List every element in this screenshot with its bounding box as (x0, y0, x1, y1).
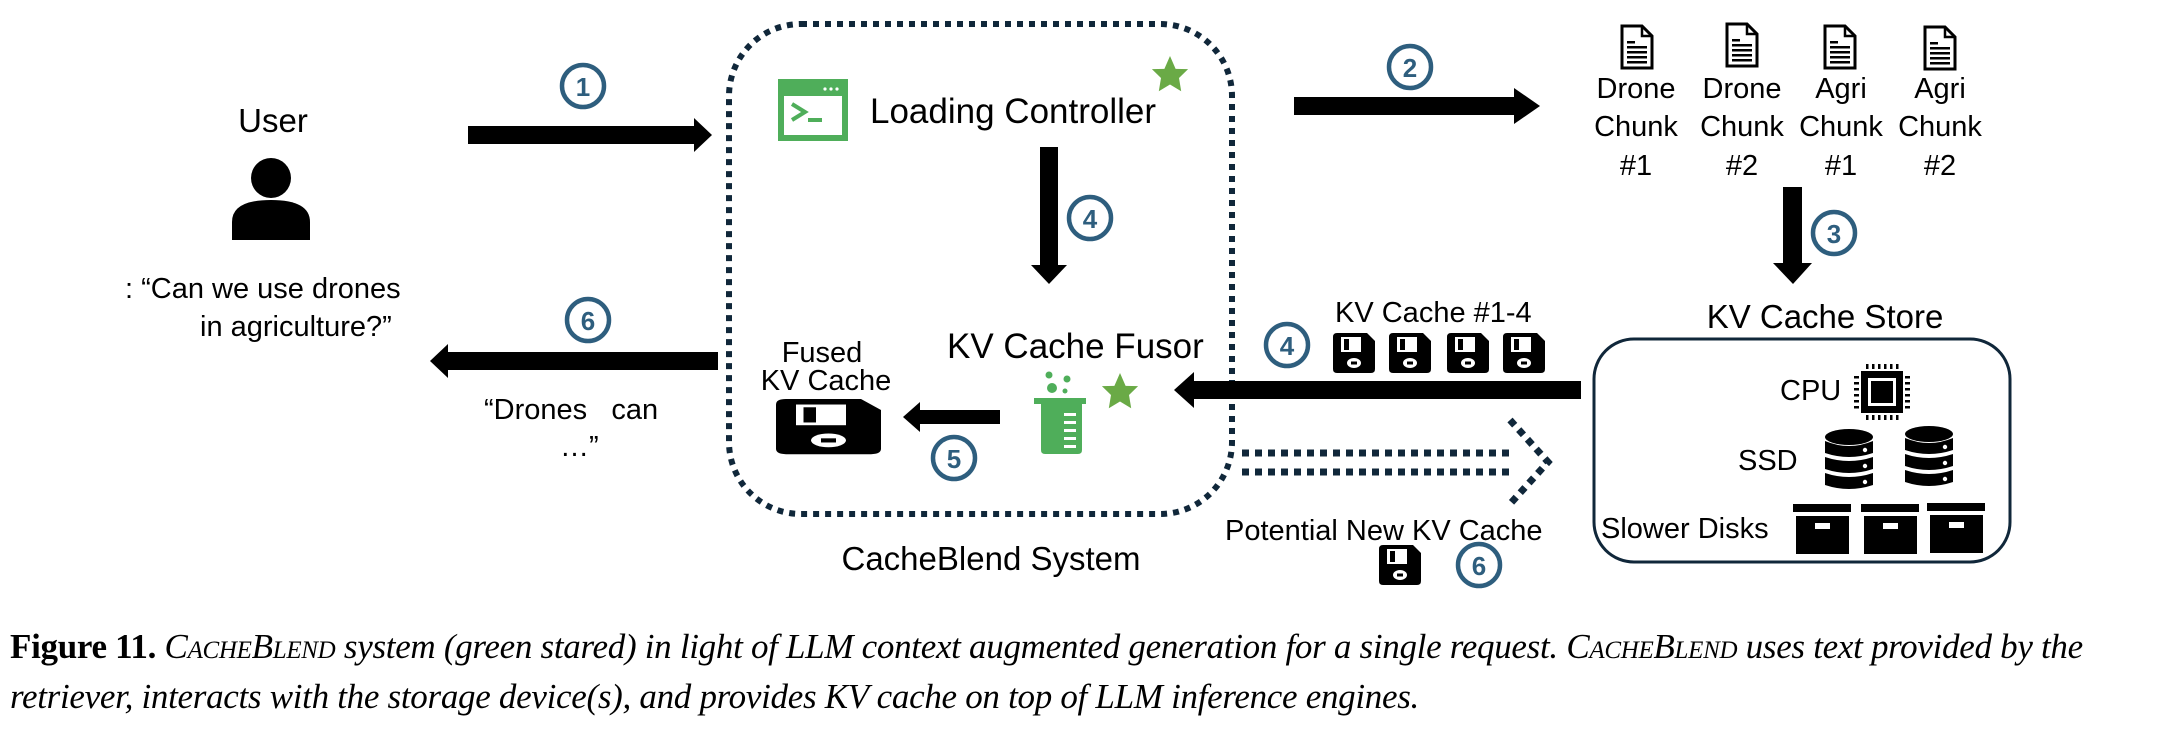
response-line2: …” (560, 431, 599, 463)
document-icon (1725, 22, 1759, 68)
arrow-step4-down (1031, 147, 1067, 284)
kv-cache-floppy-icon-2 (1389, 333, 1431, 373)
fusor-label: KV Cache Fusor (947, 327, 1204, 366)
user-label: User (238, 102, 308, 139)
step-badge-1: 1 (559, 62, 607, 110)
arrow-step1 (468, 118, 712, 152)
svg-text:Drone: Drone (1703, 73, 1782, 105)
terminal-icon (778, 79, 848, 141)
user-query-line2: in agriculture?” (200, 311, 392, 343)
caption-text-1: system (green stared) in light of LLM co… (335, 627, 1567, 666)
svg-text:4: 4 (1280, 331, 1295, 361)
system-name-label: CacheBlend System (842, 540, 1141, 577)
svg-text:4: 4 (1083, 204, 1098, 234)
svg-text:Chunk: Chunk (1700, 111, 1784, 143)
cacheblend-diagram: User : “Can we use drones in agriculture… (125, 21, 2012, 589)
fused-label-line2: KV Cache (761, 365, 892, 397)
arrow-step3 (1773, 187, 1812, 284)
document-icon (1923, 25, 1957, 71)
ssd-database-icon-2 (1905, 426, 1953, 486)
caption-text-2: uses text provided by the retriever, int… (10, 627, 2083, 716)
disk-box-icon-1 (1793, 504, 1851, 554)
chunk-doc-3: Agri Chunk #1 (1799, 24, 1883, 182)
potential-kv-floppy-icon (1379, 545, 1421, 585)
kv-cache-floppy-icon-4 (1503, 333, 1545, 373)
svg-text:#1: #1 (1620, 150, 1652, 182)
svg-text:6: 6 (1472, 551, 1486, 581)
kv-cache-transfer-label: KV Cache #1-4 (1335, 297, 1532, 329)
step-badge-6-response: 6 (564, 296, 612, 344)
figure-caption: Figure 11. CacheBlend system (green star… (10, 622, 2160, 722)
svg-text:#2: #2 (1924, 150, 1956, 182)
disk-box-icon-2 (1861, 504, 1919, 554)
svg-text:#2: #2 (1726, 150, 1758, 182)
caption-system-name-2: CacheBlend (1566, 627, 1738, 666)
star-icon-fusor (1101, 373, 1139, 409)
chunk-doc-1: Drone Chunk #1 (1594, 24, 1678, 182)
disk-box-icon-3 (1927, 503, 1985, 553)
cpu-chip-icon (1854, 364, 1910, 420)
svg-text:1: 1 (576, 72, 590, 102)
kv-cache-floppy-icon-3 (1447, 333, 1489, 373)
beaker-icon (1034, 371, 1086, 454)
response-line1: “Drones can (484, 394, 658, 426)
svg-text:Chunk: Chunk (1594, 111, 1678, 143)
arrow-step6-potential-kv (1242, 417, 1553, 507)
loading-controller-label: Loading Controller (870, 92, 1156, 131)
arrow-step2 (1294, 88, 1540, 124)
chunk-doc-4: Agri Chunk #2 (1898, 25, 1982, 182)
step-badge-6-store: 6 (1455, 541, 1503, 589)
step-badge-4-store: 4 (1263, 321, 1311, 369)
arrow-step5 (903, 402, 1000, 432)
kv-store-title: KV Cache Store (1707, 298, 1944, 335)
svg-text:Agri: Agri (1914, 73, 1966, 105)
chunk-doc-2: Drone Chunk #2 (1700, 22, 1784, 182)
step-badge-3: 3 (1810, 209, 1858, 257)
arrow-step4-from-store (1174, 372, 1581, 408)
kv-cache-floppy-icon-1 (1333, 333, 1375, 373)
svg-text:6: 6 (581, 306, 595, 336)
svg-text:Chunk: Chunk (1898, 111, 1982, 143)
star-icon-loading-controller (1151, 56, 1189, 92)
svg-text:Agri: Agri (1815, 73, 1867, 105)
document-icon (1620, 24, 1654, 70)
figure-number: Figure 11. (10, 627, 157, 666)
step-badge-5: 5 (930, 434, 978, 482)
user-query-line1: : “Can we use drones (125, 273, 401, 305)
svg-text:2: 2 (1403, 53, 1417, 83)
svg-text:3: 3 (1827, 219, 1841, 249)
fused-kv-cache-floppy-icon (776, 399, 881, 455)
caption-system-name-1: CacheBlend (164, 627, 336, 666)
ssd-database-icon-1 (1825, 429, 1873, 489)
user-icon (232, 158, 310, 240)
kv-cache-store-box (1592, 337, 2012, 564)
svg-text:5: 5 (947, 444, 961, 474)
store-slower-disks-label: Slower Disks (1601, 513, 1769, 545)
document-icon (1823, 24, 1857, 70)
svg-text:Drone: Drone (1597, 73, 1676, 105)
cacheblend-system-boundary (726, 21, 1235, 517)
fused-label-line1: Fused (782, 337, 863, 369)
svg-text:Chunk: Chunk (1799, 111, 1883, 143)
step-badge-2: 2 (1386, 43, 1434, 91)
store-cpu-label: CPU (1780, 375, 1841, 407)
arrow-step6-response (430, 344, 718, 378)
store-ssd-label: SSD (1738, 445, 1798, 477)
svg-text:#1: #1 (1825, 150, 1857, 182)
potential-kv-label: Potential New KV Cache (1225, 515, 1543, 547)
step-badge-4-controller: 4 (1066, 194, 1114, 242)
